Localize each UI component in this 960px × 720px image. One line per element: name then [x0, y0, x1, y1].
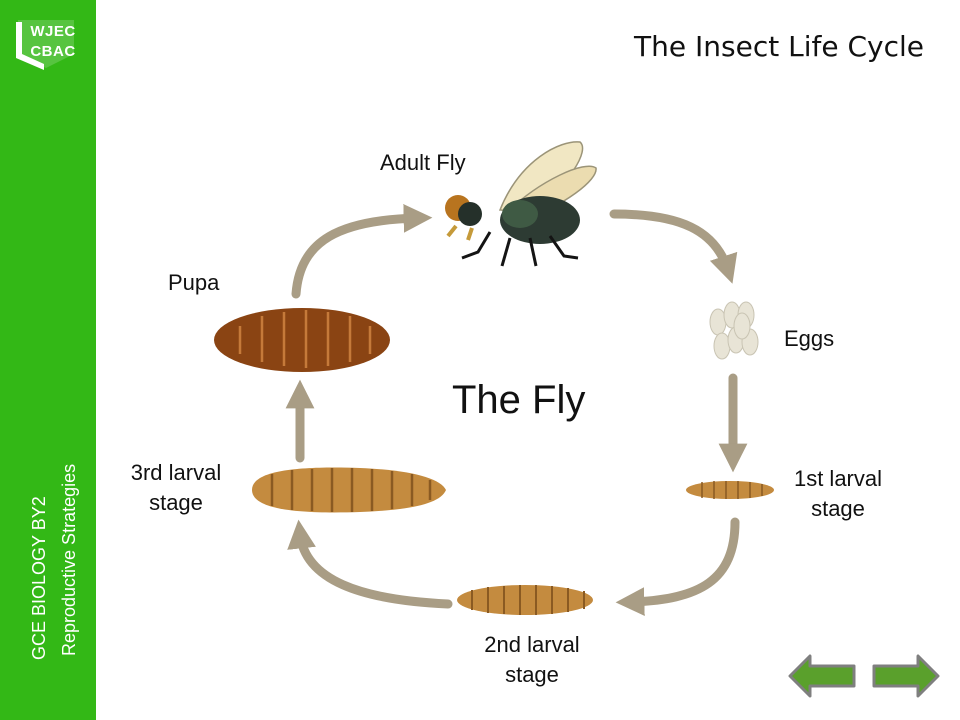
- eggs-image: [709, 301, 759, 360]
- larva-3-image: [252, 467, 446, 513]
- label-larva-3: 3rd larval stage: [114, 458, 238, 518]
- label-pupa: Pupa: [168, 270, 220, 295]
- label-larva-1-line-1: 1st larval: [793, 466, 883, 491]
- sidebar: WJEC CBAC GCE BIOLOGY BY2 Reproductive S…: [0, 0, 96, 720]
- page-title: The Insect Life Cycle: [634, 30, 924, 63]
- wjec-cbac-logo: WJEC CBAC: [14, 18, 78, 70]
- label-larva-1: 1st larval stage: [776, 464, 900, 524]
- label-eggs: Eggs: [784, 326, 835, 351]
- larva-1-image: [686, 481, 774, 499]
- arrow-adult-to-eggs: [609, 209, 738, 284]
- label-larva-3-line-2: stage: [149, 490, 203, 515]
- arrow-pupa-to-adult: [291, 203, 433, 299]
- logo-line-1: WJEC: [30, 23, 76, 40]
- label-adult-fly: Adult Fly: [380, 150, 466, 175]
- pupa-image: [214, 308, 390, 372]
- adult-fly-image: [445, 141, 597, 267]
- forward-button[interactable]: [872, 654, 940, 698]
- label-larva-1-line-2: stage: [811, 496, 865, 521]
- back-arrow-icon: [788, 654, 856, 698]
- forward-arrow-icon: [872, 654, 940, 698]
- arrow-larva2-to-larva3: [287, 519, 453, 609]
- center-label: The Fly: [452, 378, 586, 422]
- label-larva-2: 2nd larval stage: [470, 630, 594, 690]
- label-larva-2-line-1: 2nd larval: [484, 632, 580, 657]
- label-larva-3-line-1: 3rd larval: [130, 460, 222, 485]
- label-larva-2-line-2: stage: [505, 662, 559, 687]
- arrow-larva1-to-larva2: [615, 517, 740, 616]
- back-button[interactable]: [788, 654, 856, 698]
- logo-line-2: CBAC: [30, 43, 76, 60]
- larva-2-image: [457, 585, 593, 615]
